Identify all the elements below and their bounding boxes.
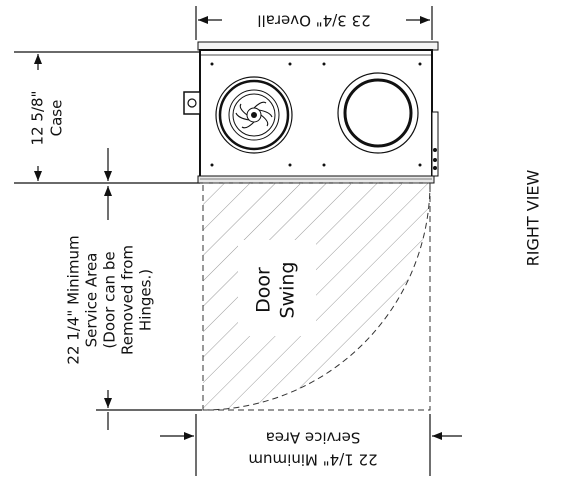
case-dimension: 12 5/8" Case	[14, 51, 200, 184]
hinge-rail	[431, 111, 439, 177]
bottom-service-line-2: Service Area	[266, 429, 361, 447]
view-label: RIGHT VIEW	[524, 169, 543, 266]
case-dimension-label: Case	[48, 100, 66, 137]
unit-case	[183, 41, 439, 184]
side-service-line-4: Removed from	[119, 245, 137, 355]
side-service-dimension: 22 1/4" Minimum Service Area (Door can b…	[65, 186, 202, 430]
bottom-service-dimension: 22 1/4" Minimum Service Area	[160, 414, 462, 476]
outlet-port	[337, 72, 419, 154]
side-service-line-2: Service Area	[83, 253, 101, 348]
side-bracket	[183, 91, 201, 115]
bottom-service-line-1: 22 1/4" Minimum	[248, 451, 377, 469]
case-dimension-value: 12 5/8"	[29, 91, 47, 146]
side-service-line-1: 22 1/4" Minimum	[65, 235, 83, 364]
door-swing-label-1: Door	[253, 267, 275, 313]
side-service-line-3: (Door can be	[101, 251, 119, 348]
overall-dimension-label: 23 3/4" Overall	[257, 12, 370, 30]
side-service-line-5: Hinges.)	[137, 269, 155, 331]
door-swing-area: Door Swing	[202, 182, 431, 411]
blower-fan	[215, 76, 293, 154]
door-swing-label-2: Swing	[277, 262, 299, 319]
overall-dimension: 23 3/4" Overall	[195, 6, 433, 40]
